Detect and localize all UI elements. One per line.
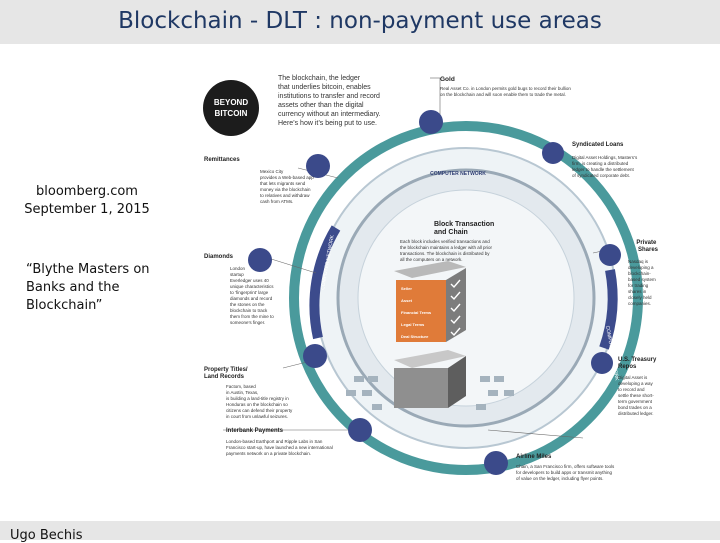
- pedestal-front: [394, 368, 448, 408]
- block-row-legal: Legal Terms: [401, 322, 425, 327]
- ring-label-top: COMPUTER NETWORK: [430, 171, 486, 177]
- source-citation: bloomberg.com September 1, 2015: [22, 183, 152, 219]
- repos-body: Digital Asset is developing a way to rec…: [618, 375, 655, 416]
- interbank-title: Interbank Payments: [226, 428, 284, 434]
- ring-accent-right: [599, 269, 618, 350]
- beyond-bitcoin-badge: [203, 80, 259, 136]
- private-shares-icon: [599, 244, 621, 266]
- block-row-asset: Asset: [401, 298, 413, 303]
- interbank-payments-icon: [348, 418, 372, 442]
- article-title-line: Banks and the: [26, 280, 120, 295]
- check-icons: [450, 279, 461, 337]
- source-site: bloomberg.com: [36, 184, 138, 199]
- gold-icon: [419, 110, 443, 134]
- repos-title: U.S. Treasury Repos: [618, 357, 658, 370]
- remittances-icon: [306, 154, 330, 178]
- article-title-line: “Blythe Masters on: [26, 262, 150, 277]
- airline-body: Chain, a San Francisco firm, offers soft…: [516, 464, 615, 481]
- block-top: [394, 261, 466, 278]
- center-body: Each block includes verified transaction…: [400, 239, 493, 262]
- property-title: Property Titles/ Land Records: [204, 367, 249, 380]
- block-row-deal: Deal Structure: [401, 334, 429, 339]
- pedestal-top: [394, 350, 466, 368]
- diamonds-icon: [248, 248, 272, 272]
- center-heading: Block Transaction and Chain: [434, 221, 496, 236]
- property-body: Factom, based in Austin, Texas, is build…: [226, 384, 294, 419]
- title-bar: [0, 0, 720, 44]
- blockchain-infographic: COMPUTER NETWORK COMPUTER NETWORK COMPUT…: [203, 75, 659, 481]
- diamonds-title: Diamonds: [204, 254, 234, 260]
- check-icon: [450, 279, 461, 289]
- source-date: September 1, 2015: [24, 202, 150, 217]
- check-icon: [450, 291, 461, 301]
- remittances-title: Remittances: [204, 157, 240, 163]
- airline-title: Airline Miles: [516, 454, 552, 460]
- block-orange-panel: [396, 280, 446, 342]
- intro-text: The blockchain, the ledger that underlie…: [278, 75, 383, 127]
- outer-network-ring: [289, 121, 643, 475]
- interbank-body: London-based Earthport and Ripple Labs i…: [226, 439, 334, 456]
- shares-title: Private Shares: [636, 240, 658, 253]
- loans-title: Syndicated Loans: [572, 142, 624, 148]
- gold-body: Real Asset Co. in London permits gold bu…: [440, 86, 572, 97]
- badge-line2: BITCOIN: [215, 109, 248, 118]
- block-row-seller: Seller: [401, 286, 412, 291]
- badge-line1: BEYOND: [214, 98, 248, 107]
- article-title-line: Blockchain”: [26, 298, 103, 313]
- footer-bar: [0, 521, 720, 540]
- ring-accent-left: [309, 225, 341, 340]
- block-rows: Seller Asset Financial Terms Legal Terms…: [401, 286, 432, 339]
- airline-miles-icon: [484, 451, 508, 475]
- author-name: Ugo Bechis: [10, 528, 83, 543]
- syndicated-loans-icon: [542, 142, 564, 164]
- slide-title: Blockchain - DLT : non-payment use areas: [118, 8, 602, 34]
- check-icon: [450, 327, 461, 337]
- gold-title: Gold: [440, 76, 455, 83]
- remittances-body: Mexico City provides a Web-based app tha…: [260, 169, 315, 204]
- loans-body: Digital Asset Holdings, Masters’s firm, …: [572, 155, 638, 178]
- check-icon: [450, 315, 461, 325]
- network-nodes: [346, 376, 514, 410]
- block-side: [446, 268, 466, 342]
- shares-body: Nasdaq is developing a blockchain- based…: [628, 259, 657, 306]
- check-icon: [450, 303, 461, 313]
- block-row-financial: Financial Terms: [401, 310, 432, 315]
- treasury-repos-icon: [591, 352, 613, 374]
- property-titles-icon: [303, 344, 327, 368]
- pedestal-side: [448, 356, 466, 408]
- article-title: “Blythe Masters on Banks and the Blockch…: [26, 261, 166, 315]
- diamonds-body: London startup Everledger uses 40 unique…: [230, 266, 275, 325]
